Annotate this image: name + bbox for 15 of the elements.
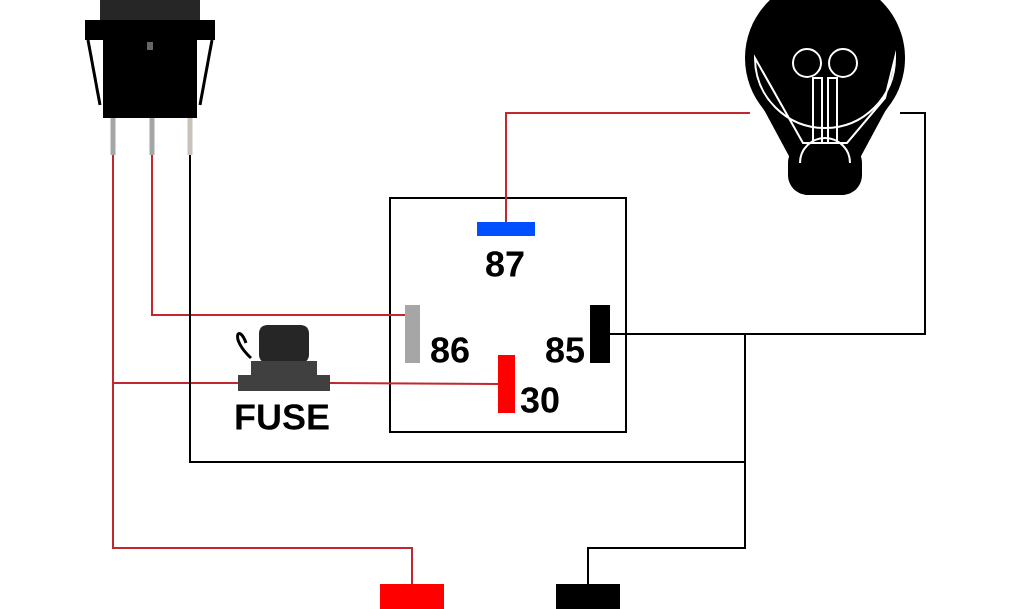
wire: [151, 154, 406, 316]
pin-number: 85: [546, 337, 585, 363]
wire: [112, 154, 413, 585]
wire: [329, 382, 499, 385]
rocker-switch-drawing: [85, 0, 215, 155]
wire: [189, 154, 746, 585]
battery-terminal: [380, 584, 444, 609]
relay-box: [389, 197, 627, 433]
battery-terminal: [556, 584, 620, 609]
light-bulb-drawing: [745, 0, 905, 195]
pin-number: 30: [520, 387, 559, 413]
wire: [505, 112, 751, 223]
pin-number: 86: [431, 337, 469, 363]
pin-number: 87: [486, 251, 524, 277]
fuse-label: FUSE: [236, 404, 329, 430]
